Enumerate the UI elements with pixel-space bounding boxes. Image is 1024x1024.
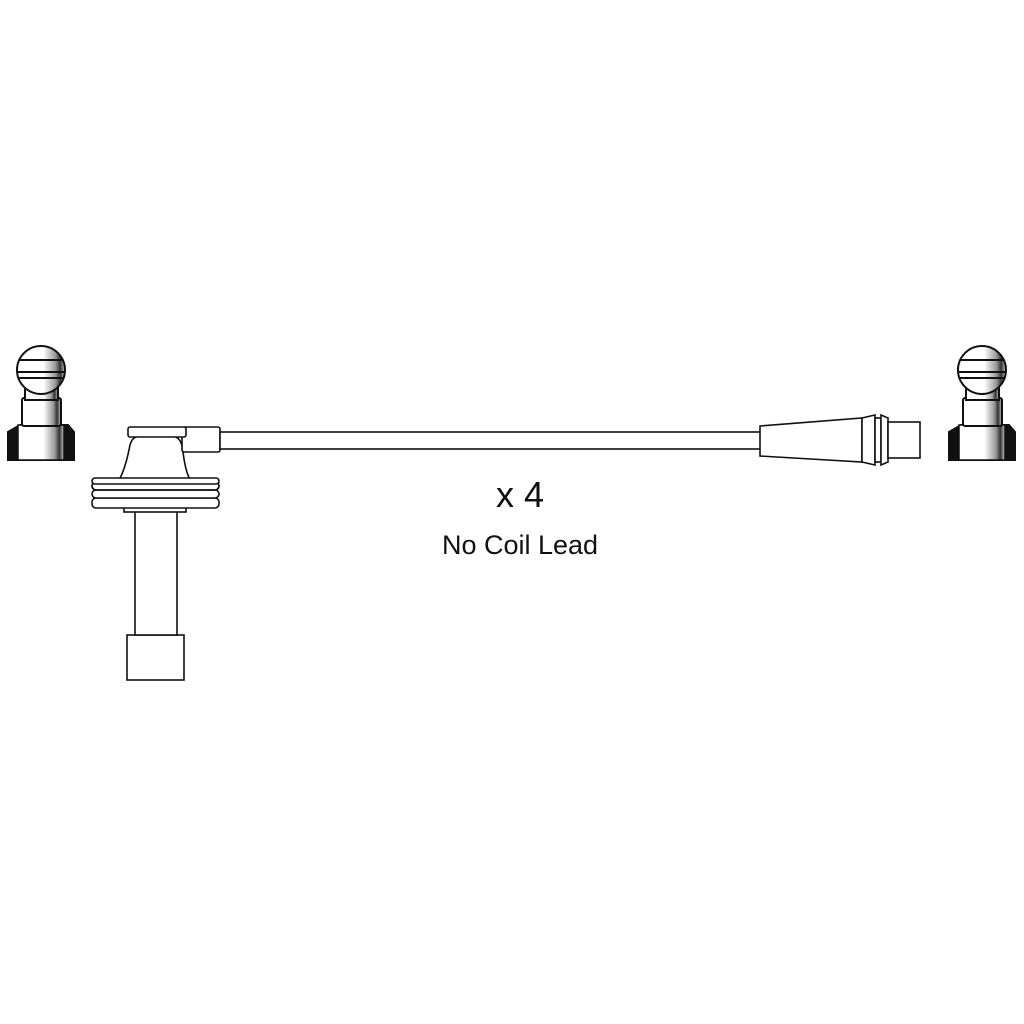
coil-end-boot (759, 413, 921, 467)
ignition-wire (219, 431, 763, 450)
right-terminal-connector (948, 345, 1016, 461)
spark-plug-boot (91, 426, 221, 681)
left-terminal-connector (7, 345, 75, 461)
quantity-label: x 4 (495, 474, 545, 515)
part-description: No Coil Lead (441, 530, 599, 560)
